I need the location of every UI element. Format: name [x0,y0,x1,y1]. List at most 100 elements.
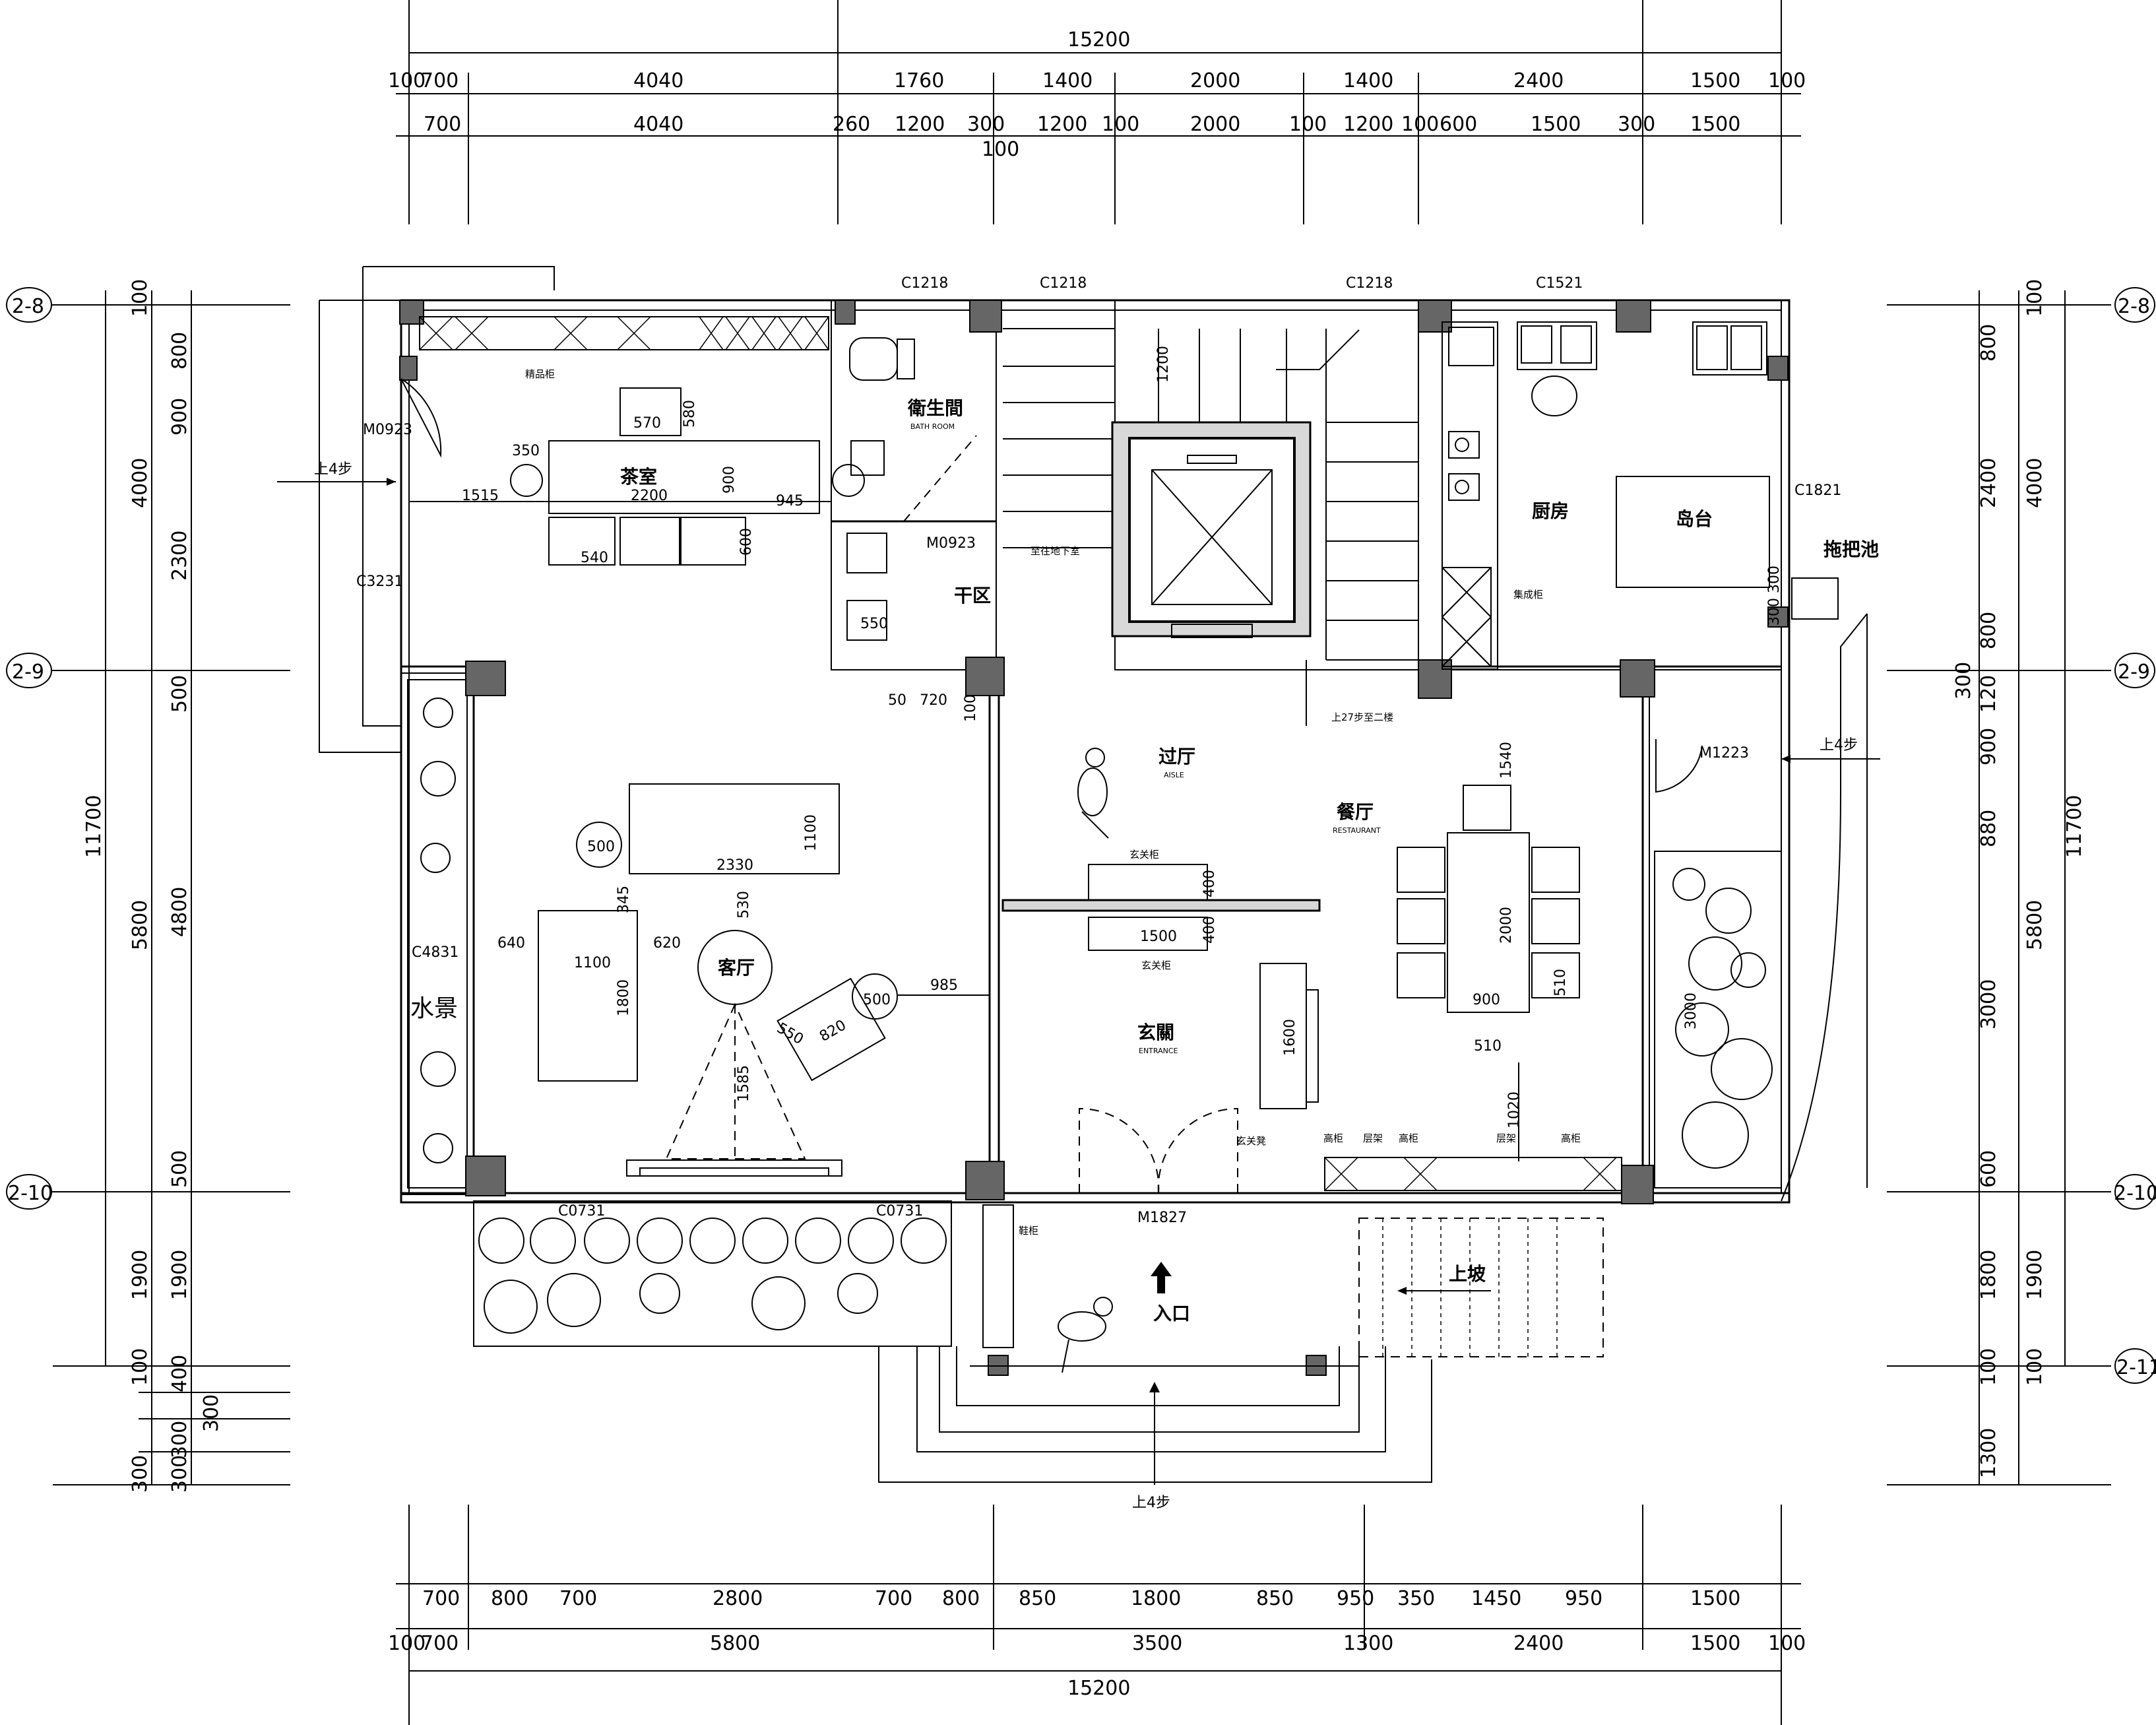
entrance-aisle: 过厅 AISLE 玄关柜 400 1500 400 玄关柜 玄關 ENTRANC… [1001,746,1321,1194]
dim-720: 720 [920,692,947,709]
top-r2-8: 100 [1289,113,1327,136]
top-r2-10: 100 [1401,113,1439,136]
c0731-b: C0731 [876,1203,923,1220]
up4-left: 上4步 [314,461,352,478]
left-2: 900 [168,398,191,436]
top-r1-6: 1400 [1343,69,1393,92]
dim-550: 550 [860,616,888,632]
dim-510b: 510 [1474,1038,1502,1055]
c1521: C1521 [1536,275,1583,292]
top-r1-1: 700 [421,69,459,92]
bot-r2-1: 700 [421,1632,459,1655]
cengjia-1: 层架 [1363,1132,1383,1144]
c3231-label: C3231 [356,573,403,590]
top-r2-6: 100 [1102,113,1139,136]
axis-bubbles-left: 2-8 2-9 2-10 [6,287,99,1210]
bot-r2-6: 1500 [1690,1632,1740,1655]
dim-945: 945 [776,493,804,509]
bot-r2-5: 2400 [1513,1632,1564,1655]
jingpin-label: 精品柜 [525,368,555,380]
top-r1-0: 100 [388,69,426,92]
dim-1515: 1515 [462,488,499,504]
tea-room-label: 茶室 [620,466,657,488]
water-label: 水景 [410,995,458,1022]
bot-r1-0: 700 [422,1587,460,1610]
right-4: 800 [1977,612,2000,649]
entry-label: 入口 [1153,1303,1190,1324]
xuanguan-1: 玄关柜 [1129,849,1159,861]
right-2: 2400 [1977,458,2000,508]
bottom-dimensions: 700 800 700 2800 700 800 850 1800 850 95… [388,1505,1806,1725]
person-top-icon [1077,748,1109,839]
right-garden: 3000 [1654,613,1868,1202]
left-4: 2300 [168,531,191,581]
m0923-left: M0923 [363,422,412,438]
tea-room: 精品柜 茶室 570 580 350 1515 2200 900 945 540… [277,316,865,590]
dim-900b: 900 [1473,992,1500,1008]
living-room: 1100 2330 500 640 1100 620 1800 345 530 … [410,698,990,1177]
right-17: 1300 [1977,1428,2000,1478]
bot-r1-12: 950 [1565,1587,1602,1610]
dining: 餐厅 RESTAURANT 1540 2000 900 510 510 1020… [1323,737,1880,1191]
top-r1-7: 2400 [1513,69,1564,92]
left-7: 5800 [129,900,152,950]
left-6: 11700 [82,795,106,858]
right-1: 800 [1977,324,2000,362]
kitchen: 集成柜 厨房 岛台 300 300 拖把池 [1442,321,1879,670]
left-15: 300 [168,1421,191,1458]
right-9: 880 [1977,810,2000,847]
bot-r1-5: 800 [942,1587,980,1610]
top-r2-5: 1200 [1037,113,1087,136]
m1223: M1223 [1699,745,1749,762]
right-6: 120 [1977,675,2000,713]
top-r2-9: 1200 [1343,113,1393,136]
gaogui-1: 高柜 [1323,1132,1343,1144]
bot-r1-8: 850 [1256,1587,1294,1610]
left-17: 300 [129,1455,152,1493]
dim-400a: 400 [1201,870,1218,897]
left-14: 300 [200,1394,223,1432]
structural-columns [399,300,1789,1376]
top-extra: 100 [982,138,1019,161]
ramp-label: 上坡 [1449,1263,1486,1285]
m1827: M1827 [1137,1210,1187,1226]
top-r2-4: 300 [967,113,1005,136]
axis-left-2-8: 2-8 [12,295,44,318]
top-r1-3: 1760 [894,69,944,92]
left-10: 1900 [129,1250,152,1300]
left-1: 800 [168,332,191,370]
cengjia-2: 层架 [1496,1132,1516,1144]
dim-1600: 1600 [1282,1019,1298,1056]
c1218-a: C1218 [901,275,948,292]
right-12: 600 [1977,1150,2000,1188]
dim-500b: 500 [863,992,891,1008]
left-12: 100 [129,1348,152,1386]
left-13: 400 [168,1355,191,1392]
dim-600: 600 [738,528,755,556]
dim-510a: 510 [1552,969,1569,996]
dim-2330: 2330 [716,857,753,874]
dim-400b: 400 [1201,916,1218,944]
right-10: 5800 [2023,900,2046,950]
left-11: 1900 [168,1250,191,1300]
dim-2000: 2000 [1498,907,1515,944]
restaurant-label: 餐厅 [1337,801,1374,823]
top-r2-1: 4040 [633,113,683,136]
dim-345: 345 [616,886,632,913]
dim-50: 50 [888,692,906,709]
bot-r1-10: 350 [1397,1587,1435,1610]
dim-1540: 1540 [1498,742,1515,779]
building-walls [319,266,1791,1204]
dim-3000: 3000 [1683,993,1699,1029]
top-r2-3: 1200 [895,113,945,136]
up4-bottom: 上4步 [1132,1495,1170,1511]
dim-580: 580 [682,400,698,428]
person-entry-icon [1058,1297,1113,1373]
bot-r2-3: 3500 [1132,1632,1182,1655]
dim-900a: 900 [721,466,738,494]
bot-r1-1: 800 [491,1587,528,1610]
left-0: 100 [129,279,152,317]
down-basement: 至往地下室 [1030,545,1080,557]
bot-r1-13: 1500 [1690,1587,1740,1610]
